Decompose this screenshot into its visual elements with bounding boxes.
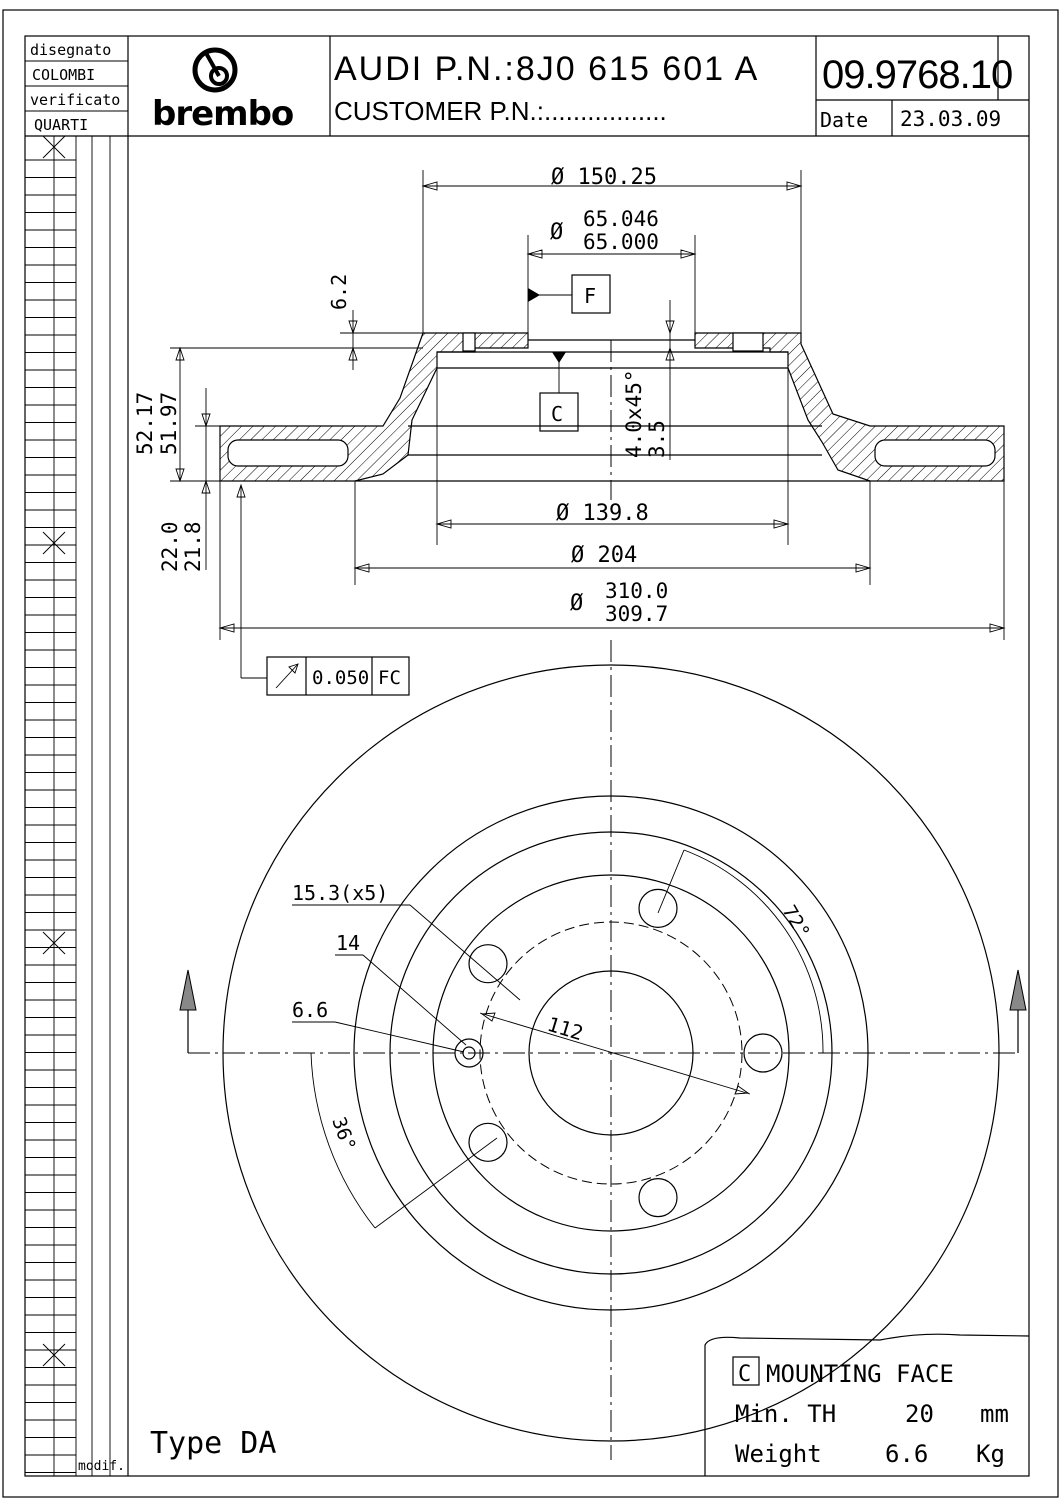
cross-mark-icon <box>42 531 66 555</box>
runout-frame <box>266 656 410 696</box>
cross-mark-icon <box>42 1343 66 1367</box>
dia-outer-max: 310.0 <box>605 579 668 603</box>
drawing-frame <box>24 35 1030 1477</box>
drawing-number: 09.9768.10 <box>822 53 1012 97</box>
pin-hole-dia-label: 14 <box>336 931 360 955</box>
weight-value: 6.6 <box>885 1440 928 1468</box>
weight-unit: Kg <box>976 1440 1005 1468</box>
pin-angle-label: 36° <box>327 1114 359 1154</box>
thickness-min: 21.8 <box>181 521 205 572</box>
sheet-border <box>2 9 1059 1498</box>
weight-label: Weight <box>735 1440 822 1468</box>
customer-part-number: CUSTOMER P.N.:................. <box>334 96 667 126</box>
date-value: 23.03.09 <box>900 107 1001 131</box>
bolt-hole <box>468 944 508 984</box>
revision-table: modif. <box>25 135 125 1476</box>
bolt-hole <box>743 1033 783 1073</box>
drawn-label: disegnato <box>30 41 111 59</box>
dia-hat-top: Ø 150.25 <box>551 165 657 190</box>
mounting-face-label: MOUNTING FACE <box>766 1360 954 1388</box>
runout-tolerance: 0.050 <box>312 667 369 689</box>
type-label: Type DA <box>150 1426 276 1461</box>
dia-bore-min: 65.000 <box>583 230 659 254</box>
cross-mark-icon <box>42 931 66 955</box>
checked-label: verificato <box>30 91 120 109</box>
brembo-logo: brembo <box>152 47 294 134</box>
min-th-label: Min. TH <box>735 1400 836 1428</box>
drawn-by: COLOMBI <box>32 66 95 84</box>
bolt-hole <box>638 1177 678 1218</box>
hat-thickness: 6.2 <box>327 274 351 310</box>
brand-wordmark: brembo <box>152 94 293 134</box>
datum-c-note-box: C <box>738 1362 751 1387</box>
dia-outer-min: 309.7 <box>605 602 668 626</box>
dia-symbol-bore: Ø <box>550 220 563 245</box>
dia-bore-max: 65.046 <box>583 207 659 231</box>
min-th-value: 20 <box>905 1400 934 1428</box>
notes: Type DA C MOUNTING FACE Min. TH 20 mm We… <box>150 1333 1030 1476</box>
bolt-angle-label: 72° <box>778 902 814 943</box>
datum-c-label: C <box>551 402 563 426</box>
dia-friction-inner: Ø 204 <box>571 543 637 568</box>
oem-part-number: AUDI P.N.:8J0 615 601 A <box>334 50 759 88</box>
date-label: Date <box>820 108 868 132</box>
height-min: 51.97 <box>157 392 181 455</box>
title-block: disegnato COLOMBI verificato QUARTI brem… <box>25 36 1029 1476</box>
min-th-unit: mm <box>980 1400 1009 1428</box>
bolt-hole <box>638 888 678 929</box>
dia-hat-inner: Ø 139.8 <box>556 501 649 526</box>
cross-mark-icon <box>42 135 66 159</box>
height-max: 52.17 <box>133 392 157 455</box>
chamfer-alt: 3.5 <box>645 420 669 458</box>
thickness-max: 22.0 <box>158 521 182 572</box>
checked-by: QUARTI <box>34 116 88 134</box>
revision-label: modif. <box>78 1459 125 1474</box>
bolt-hole-dia-label: 15.3(x5) <box>292 881 388 905</box>
chamfer-label: 4.0x45° <box>622 369 646 458</box>
runout-arrow-icon <box>275 663 299 689</box>
section-view: F C Ø 150.25 Ø 65.046 65.000 6.2 52.17 5… <box>133 165 1006 696</box>
datum-f-label: F <box>584 284 596 308</box>
pin-hole-small-label: 6.6 <box>292 998 328 1022</box>
runout-datums: FC <box>378 667 401 689</box>
dia-symbol-outer: Ø <box>570 591 583 616</box>
bolt-circle-label: 112 <box>545 1012 587 1046</box>
front-view: 112 72° 36° 15.3(x5) 14 6.6 <box>179 640 1027 1460</box>
bolt-hole <box>468 1122 508 1162</box>
